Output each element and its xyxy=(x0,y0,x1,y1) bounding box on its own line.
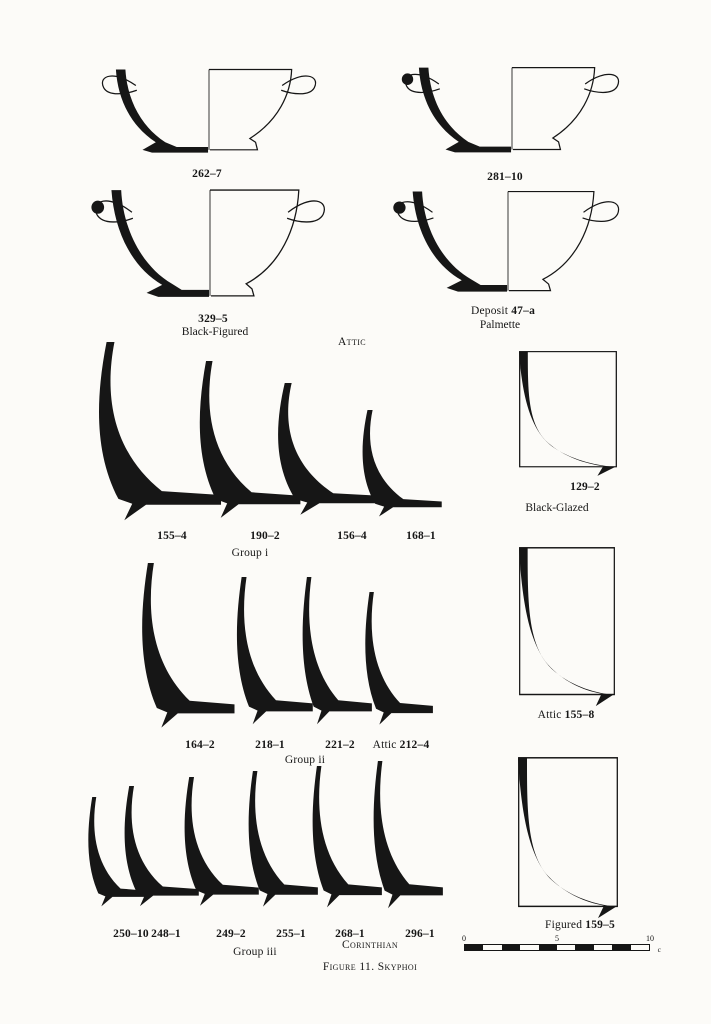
scale-bar: 0 5 10 c xyxy=(462,934,661,954)
scale-segment xyxy=(631,945,649,950)
region-label-attic: Attic xyxy=(337,336,367,348)
side-vessel-label: 129–2 xyxy=(570,481,600,493)
profile-label: 255–1 xyxy=(276,928,306,940)
section-box xyxy=(519,351,617,468)
scale-segment xyxy=(575,945,594,950)
profile-drawing-249-2 xyxy=(184,777,259,906)
vessel-section-profile xyxy=(418,67,512,153)
profile-label: 296–1 xyxy=(405,928,435,940)
scale-segment xyxy=(501,945,521,950)
right-handle xyxy=(583,73,620,94)
right-handle xyxy=(582,201,620,223)
side-vessel-sublabel: Black-Glazed xyxy=(525,502,589,514)
profile-drawing-156-4 xyxy=(278,383,386,515)
profile-drawing-164-2 xyxy=(142,563,235,728)
profile-label: 190–2 xyxy=(250,530,280,542)
profile-label: 249–2 xyxy=(216,928,246,940)
vessel-label: Deposit 47–a xyxy=(470,305,536,317)
skyphos-drawing-deposit-47-a xyxy=(393,190,620,292)
wall-profile xyxy=(184,777,259,906)
skyphos-drawing-281-10 xyxy=(401,67,620,153)
profile-label: 168–1 xyxy=(406,530,436,542)
vessel-section-profile xyxy=(111,190,210,297)
scale-segment xyxy=(520,945,538,950)
scale-segment xyxy=(557,945,575,950)
scale-segment xyxy=(465,945,484,950)
section-box xyxy=(518,757,618,908)
wall-profile xyxy=(142,563,235,728)
profile-drawing-268-1 xyxy=(312,766,382,908)
profile-drawing-168-1 xyxy=(362,410,442,517)
profile-drawing-218-1 xyxy=(236,577,313,725)
handle-section-dot xyxy=(401,73,414,85)
profile-label: 155–4 xyxy=(157,530,187,542)
boxed-profile-figured-159-5 xyxy=(518,757,618,919)
vessel-label: 281–10 xyxy=(487,171,523,183)
vessel-section-profile xyxy=(115,69,209,153)
profile-drawing-296-1 xyxy=(373,761,443,909)
wall-profile xyxy=(519,351,616,476)
scale-tick-5: 5 xyxy=(555,934,559,943)
wall-profile xyxy=(199,361,301,518)
scale-segment xyxy=(483,945,501,950)
boxed-profile-129-2 xyxy=(519,351,617,476)
wall-profile xyxy=(312,766,382,908)
profile-label: 218–1 xyxy=(255,739,285,751)
profile-label: 248–1 xyxy=(151,928,181,940)
scale-bar-segments xyxy=(464,944,650,951)
wall-profile xyxy=(518,758,616,919)
handle-section-dot xyxy=(91,200,105,214)
wall-profile xyxy=(362,410,442,517)
vessel-label: 262–7 xyxy=(192,168,222,180)
scale-segment xyxy=(594,945,612,950)
figure-caption: Figure 11. Skyphoi xyxy=(322,961,418,973)
right-handle xyxy=(286,200,325,223)
vessel-sublabel: Black-Figured xyxy=(181,326,249,338)
group-label-iii: Group iii xyxy=(233,946,277,958)
scale-segment xyxy=(612,945,631,950)
wall-profile xyxy=(88,797,151,907)
wall-profile xyxy=(124,786,199,907)
scale-tick-0: 0 xyxy=(462,934,466,943)
scale-unit: c xyxy=(657,945,661,954)
vessel-sublabel: Palmette xyxy=(479,319,521,331)
wall-profile xyxy=(99,342,222,521)
profile-label: 268–1 xyxy=(335,928,365,940)
handle-section-dot xyxy=(393,201,406,214)
wall-profile xyxy=(278,383,386,515)
side-vessel-label: Figured 159–5 xyxy=(545,919,615,931)
profile-label: 250–10 xyxy=(113,928,149,940)
profile-label: Attic 212–4 xyxy=(372,739,430,751)
wall-profile xyxy=(302,577,372,725)
profile-drawing-155-4 xyxy=(99,342,222,521)
profile-label: 221–2 xyxy=(325,739,355,751)
vessel-section-profile xyxy=(412,191,508,292)
profile-label: 156–4 xyxy=(337,530,367,542)
side-vessel-label: Attic 155–8 xyxy=(537,709,595,721)
profile-drawing-248-1 xyxy=(124,786,199,907)
right-handle xyxy=(280,75,317,95)
group-label-i: Group i xyxy=(231,547,269,559)
section-box xyxy=(519,547,615,696)
skyphos-drawing-329-5 xyxy=(91,189,325,297)
wall-profile xyxy=(365,592,433,725)
profile-drawing-221-2 xyxy=(302,577,372,725)
wall-profile xyxy=(373,761,443,909)
profile-drawing-attic-212-4 xyxy=(365,592,433,725)
scale-tick-10: 10 xyxy=(646,934,654,943)
boxed-profile-attic-155-8 xyxy=(519,547,615,707)
wall-profile xyxy=(236,577,313,725)
profile-drawing-190-2 xyxy=(199,361,301,518)
wall-profile xyxy=(519,548,614,707)
profile-drawing-250-10 xyxy=(88,797,151,907)
profile-label: 164–2 xyxy=(185,739,215,751)
skyphos-drawing-262-7 xyxy=(101,68,317,153)
vessel-label: 329–5 xyxy=(198,313,228,325)
group-label-ii: Group ii xyxy=(284,754,326,766)
region-label-corinthian: Corinthian xyxy=(341,939,399,951)
scale-ticks: 0 5 10 xyxy=(462,934,654,944)
profile-drawing-255-1 xyxy=(248,771,318,907)
wall-profile xyxy=(248,771,318,907)
scale-segment xyxy=(538,945,558,950)
